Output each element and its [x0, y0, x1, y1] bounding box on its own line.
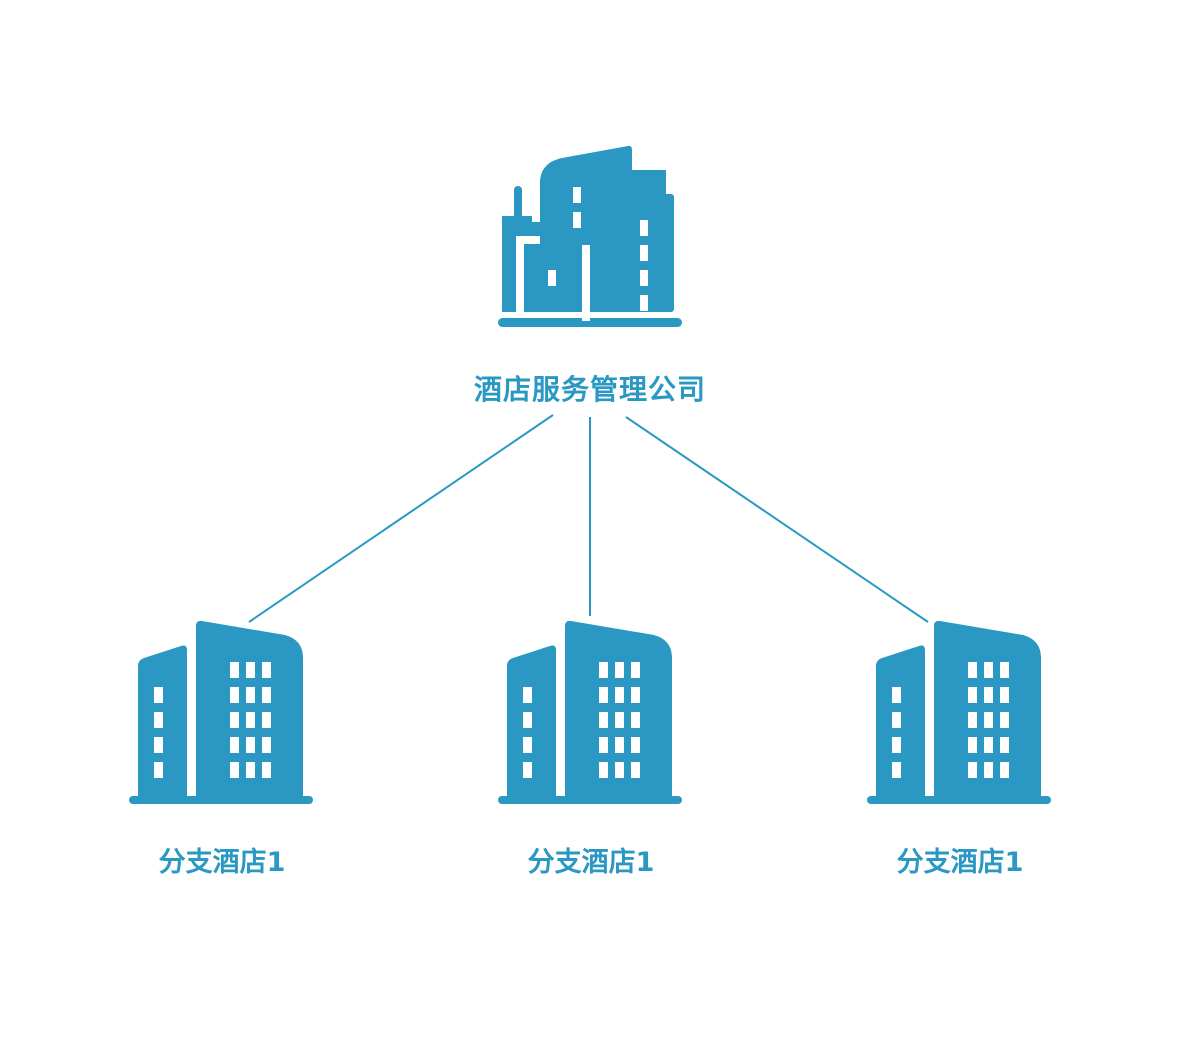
city-buildings-icon [498, 145, 682, 327]
branch-2-label: 分支酒店1 [527, 847, 655, 878]
office-building-icon [129, 620, 313, 804]
office-building-icon [867, 620, 1051, 804]
headquarters-label: 酒店服务管理公司 [473, 373, 707, 406]
connector-hq-branch-3 [625, 416, 929, 623]
connector-hq-branch-1 [248, 414, 554, 623]
branch-3-label: 分支酒店1 [896, 847, 1024, 878]
office-building-icon [498, 620, 682, 804]
branch-1-label: 分支酒店1 [158, 847, 286, 878]
